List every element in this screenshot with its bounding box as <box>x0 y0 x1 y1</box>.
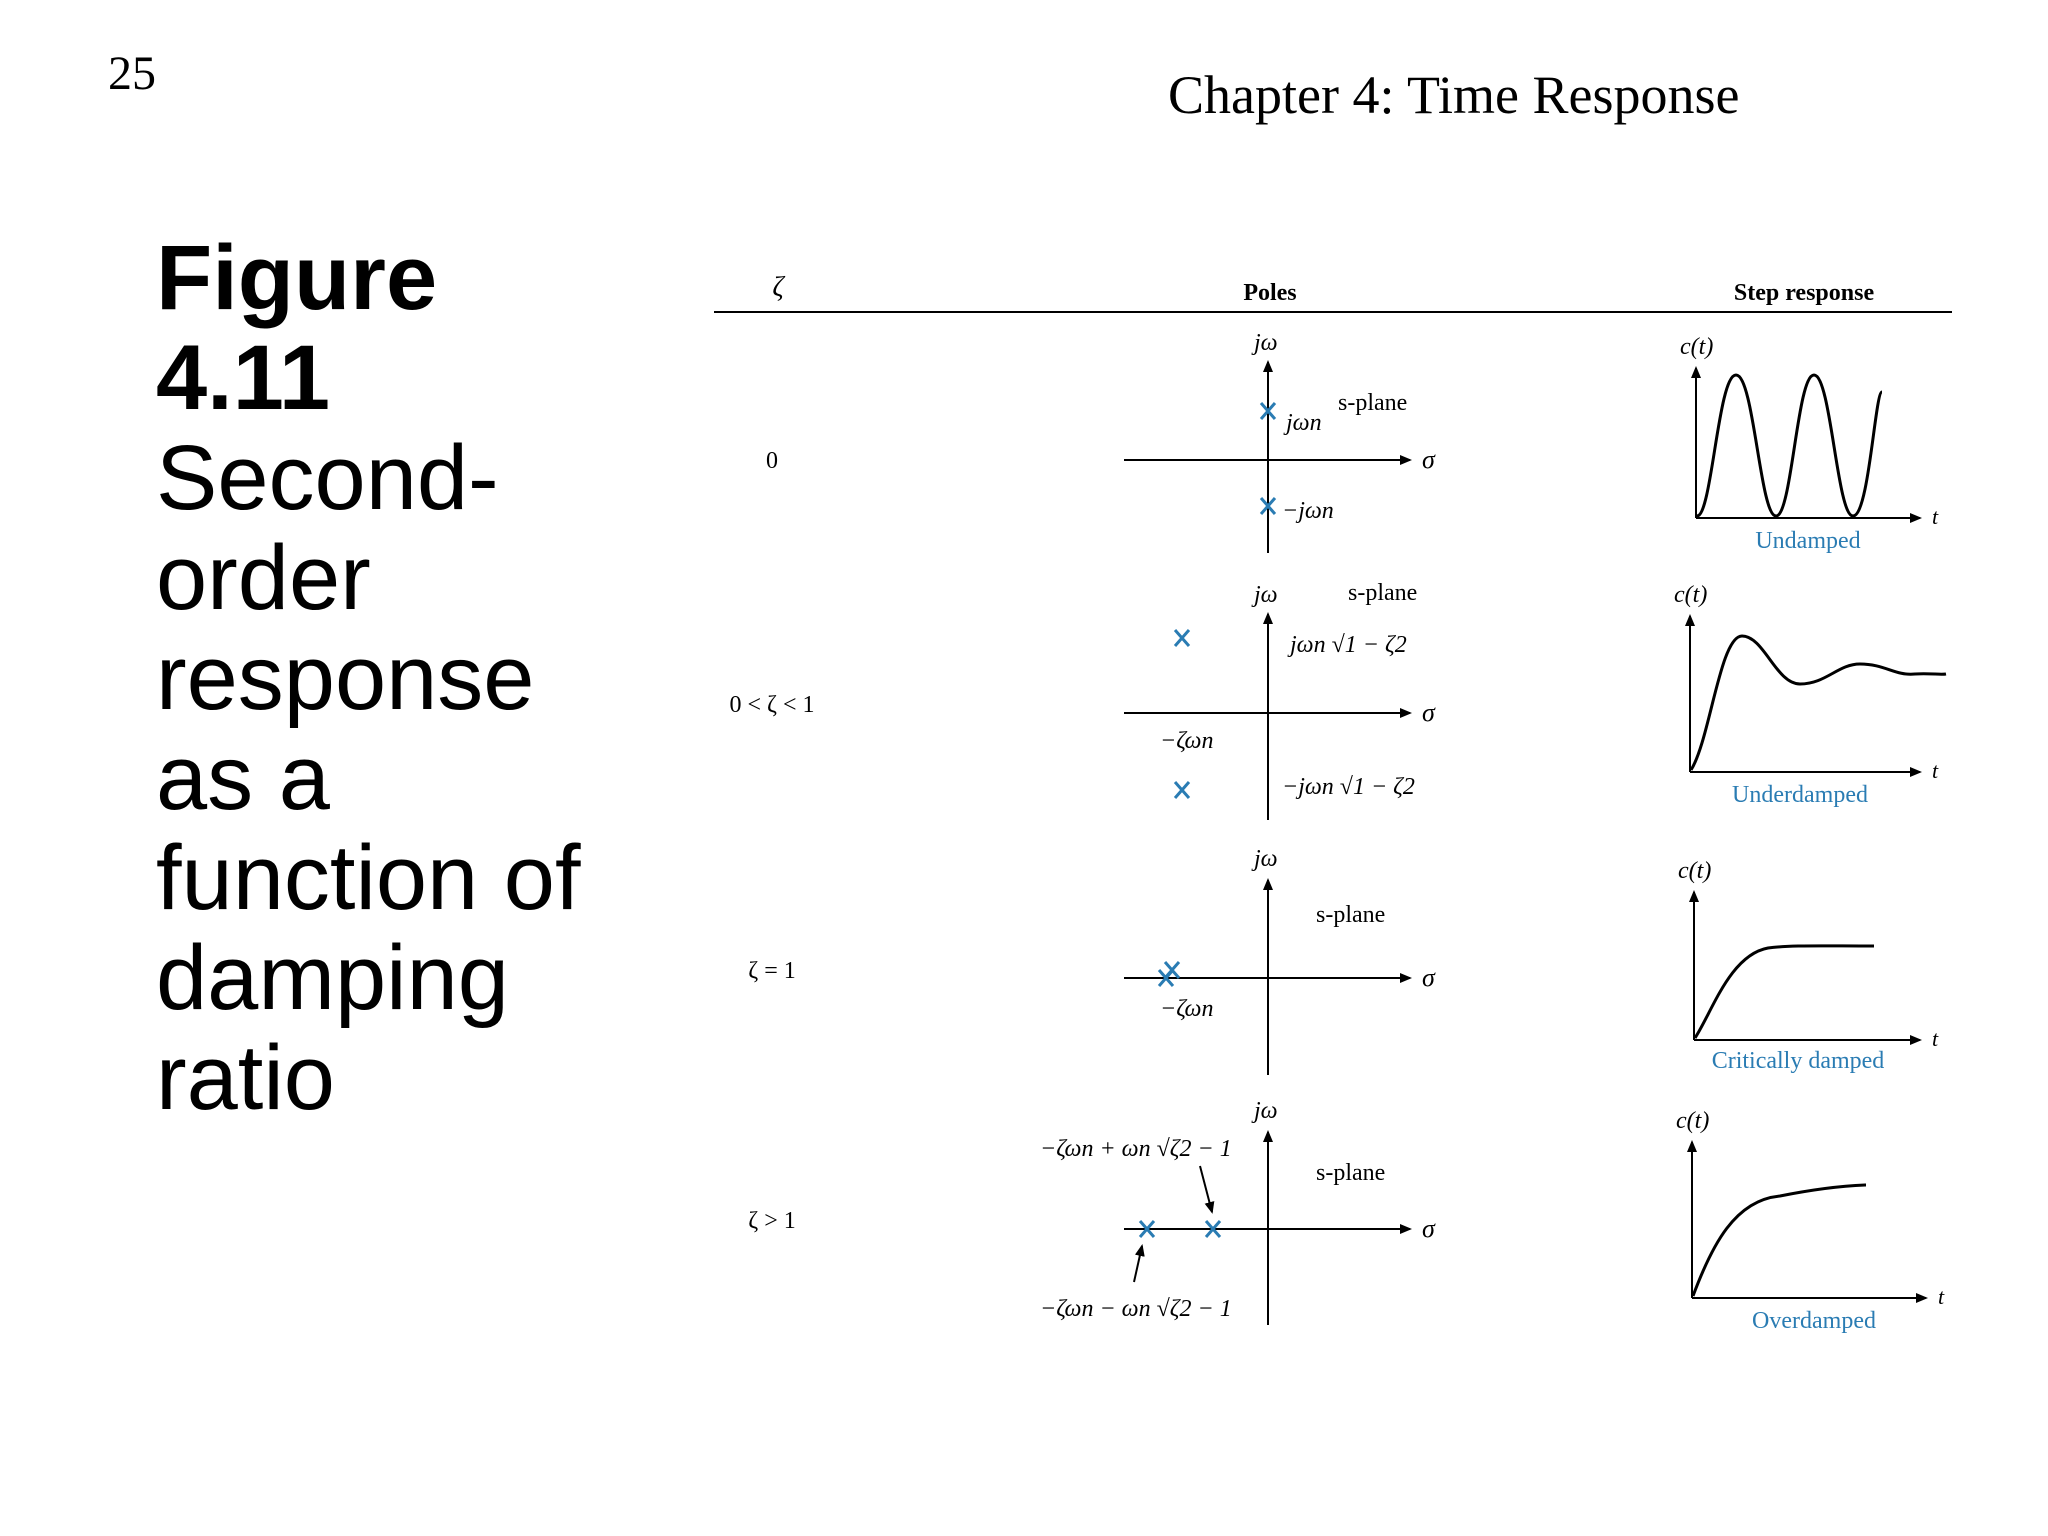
figure-caption-text: Second-order response as a function of d… <box>156 427 581 1129</box>
pole-marker-near <box>1204 1220 1222 1238</box>
s-plane-critically-damped: jω σ s-plane −ζωn <box>1124 846 1436 1075</box>
s-plane-underdamped: jω σ s-plane jωn √1 − ζ2 −ζωn −jωn √1 − … <box>1124 580 1436 820</box>
pole-marker-upper <box>1173 629 1191 647</box>
response-label-undamped: Undamped <box>1755 528 1860 554</box>
response-label-critically-damped: Critically damped <box>1712 1048 1885 1074</box>
s-plane-label: s-plane <box>1316 902 1385 928</box>
ct-axis-label: c(t) <box>1674 582 1707 608</box>
jw-axis-label: jω <box>1251 330 1278 356</box>
pole-label-near: −ζωn + ωn √ζ2 − 1 <box>1040 1136 1232 1162</box>
response-label-overdamped: Overdamped <box>1752 1308 1876 1334</box>
pole-marker-far <box>1138 1220 1156 1238</box>
step-response-overdamped: c(t) t Overdamped <box>1676 1108 1945 1334</box>
zeta-value-critically-damped: ζ = 1 <box>748 958 795 984</box>
sigma-axis-label: σ <box>1422 445 1436 474</box>
step-response-critically-damped: c(t) t Critically damped <box>1678 858 1939 1074</box>
ct-axis-label: c(t) <box>1678 858 1711 884</box>
step-response-underdamped: c(t) t Underdamped <box>1674 582 1947 808</box>
zeta-value-overdamped: ζ > 1 <box>748 1208 795 1234</box>
jw-axis-label: jω <box>1251 582 1278 608</box>
response-label-underdamped: Underdamped <box>1732 782 1868 808</box>
sigma-axis-label: σ <box>1422 698 1436 727</box>
pole-marker-lower <box>1173 781 1191 799</box>
response-curve <box>1689 634 1947 771</box>
chapter-title: Chapter 4: Time Response <box>1168 65 1740 125</box>
sigma-axis-label: σ <box>1422 963 1436 992</box>
pole-label-lower: −jωn <box>1282 498 1334 524</box>
jw-axis-label: jω <box>1251 1098 1278 1124</box>
header-step-response: Step response <box>1734 280 1875 306</box>
zeta-value-undamped: 0 <box>766 448 778 474</box>
pole-label-upper: jωn √1 − ζ2 <box>1287 632 1407 658</box>
s-plane-label: s-plane <box>1348 580 1417 606</box>
pole-marker-lower <box>1259 497 1277 515</box>
pointer-arrow-near <box>1199 1165 1215 1214</box>
pole-label-real-part: −ζωn <box>1160 996 1213 1022</box>
t-axis-label: t <box>1932 758 1939 783</box>
response-curve <box>1693 944 1875 1039</box>
header-poles: Poles <box>1243 280 1296 306</box>
page-number: 25 <box>108 47 156 100</box>
step-response-undamped: c(t) t Undamped <box>1680 334 1939 554</box>
pole-label-real-part: −ζωn <box>1160 728 1213 754</box>
s-plane-overdamped: jω σ s-plane −ζωn + ωn √ζ2 − 1 −ζωn − ωn… <box>1040 1098 1436 1325</box>
sigma-axis-label: σ <box>1422 1214 1436 1243</box>
pole-marker-upper <box>1259 402 1277 420</box>
t-axis-label: t <box>1932 1026 1939 1051</box>
ct-axis-label: c(t) <box>1680 334 1713 360</box>
t-axis-label: t <box>1932 504 1939 529</box>
zeta-value-underdamped: 0 < ζ < 1 <box>729 692 814 718</box>
ct-axis-label: c(t) <box>1676 1108 1709 1134</box>
figure-label: Figure 4.11 <box>156 227 438 429</box>
s-plane-label: s-plane <box>1338 390 1407 416</box>
pole-label-far: −ζωn − ωn √ζ2 − 1 <box>1040 1296 1232 1322</box>
figure-caption: Figure 4.11 Second-order response as a f… <box>156 228 636 1128</box>
pointer-arrow-far <box>1133 1244 1145 1283</box>
pole-marker-double-b <box>1157 969 1175 987</box>
pole-label-lower: −jωn √1 − ζ2 <box>1282 774 1415 800</box>
pole-label-upper: jωn <box>1283 410 1322 436</box>
s-plane-undamped: jω σ s-plane jωn −jωn <box>1124 330 1436 553</box>
response-curve <box>1696 373 1884 518</box>
header-zeta: ζ <box>772 272 785 303</box>
jw-axis-label: jω <box>1251 846 1278 872</box>
response-curve <box>1691 1183 1866 1297</box>
t-axis-label: t <box>1938 1284 1945 1309</box>
s-plane-label: s-plane <box>1316 1160 1385 1186</box>
